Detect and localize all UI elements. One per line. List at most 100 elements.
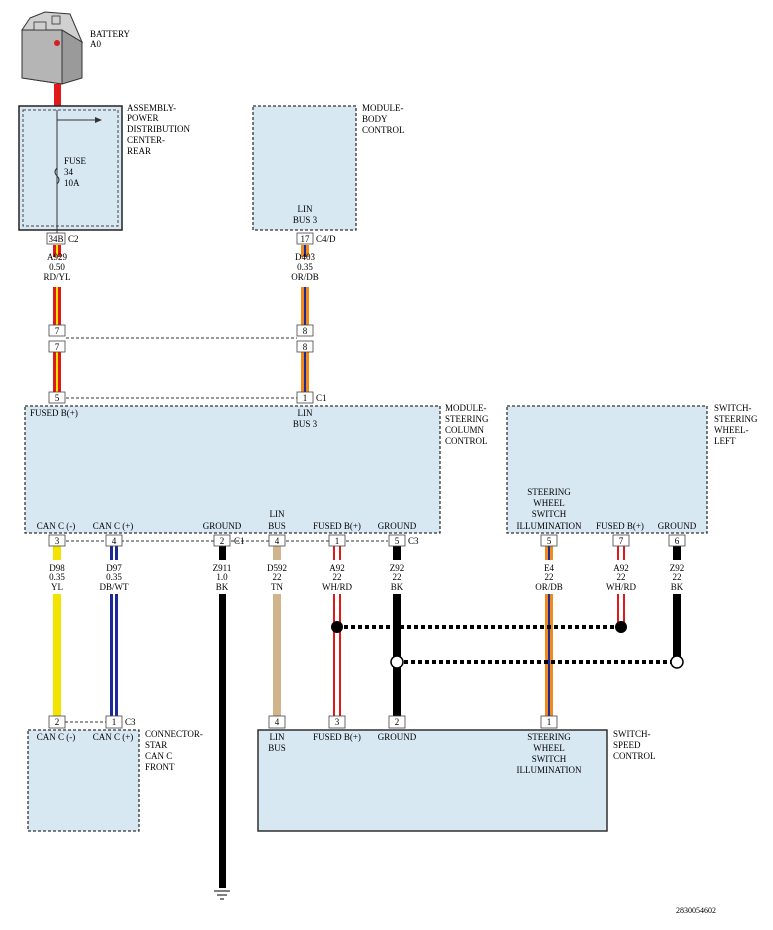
svg-text:SWITCH-: SWITCH- xyxy=(714,403,752,413)
svg-text:0.35: 0.35 xyxy=(106,572,122,582)
swl-pin-fused: FUSED B(+) xyxy=(596,521,644,531)
pin-inline-7-bottom xyxy=(48,340,66,353)
sccm-pin-canc-minus: CAN C (-) xyxy=(37,521,76,531)
pin-spd-4 xyxy=(268,715,286,729)
svg-text:CONTROL: CONTROL xyxy=(445,436,488,446)
pin-star-1 xyxy=(105,715,123,729)
connector-c4d: C4/D xyxy=(316,234,336,244)
svg-text:4: 4 xyxy=(112,536,117,546)
wire-z92 xyxy=(393,546,401,716)
pdc-module xyxy=(18,105,123,231)
sccm-pin-canc-plus: CAN C (+) xyxy=(93,521,134,531)
wire-a92 xyxy=(333,546,341,716)
svg-text:WHEEL: WHEEL xyxy=(533,498,565,508)
sw-left-label: SWITCH- STEERING WHEEL- LEFT xyxy=(714,403,758,446)
svg-text:WH/RD: WH/RD xyxy=(322,582,352,592)
spd-pin-ill: STEERING xyxy=(527,732,571,742)
svg-text:COLUMN: COLUMN xyxy=(445,425,485,435)
sccm-pin-linbus: LIN xyxy=(270,509,285,519)
svg-text:OR/DB: OR/DB xyxy=(535,582,563,592)
ground-icon xyxy=(213,890,231,900)
bcm-label: MODULE- BODY CONTROL xyxy=(362,103,405,135)
svg-text:A92: A92 xyxy=(329,563,345,573)
svg-text:A92: A92 xyxy=(613,563,629,573)
svg-text:D592: D592 xyxy=(267,563,287,573)
connector-star-can-c-front xyxy=(27,729,140,832)
svg-text:1: 1 xyxy=(335,536,340,546)
spd-pin-lin-2: BUS xyxy=(268,743,286,753)
svg-text:CONNECTOR-: CONNECTOR- xyxy=(145,729,203,739)
svg-text:STAR: STAR xyxy=(145,740,167,750)
svg-text:3: 3 xyxy=(335,717,340,727)
pin-sccm-3 xyxy=(48,534,66,547)
star-label: CONNECTOR- STAR CAN C FRONT xyxy=(145,729,203,772)
svg-text:MODULE-: MODULE- xyxy=(445,403,487,413)
pin-swl-7 xyxy=(612,534,630,547)
svg-text:Z911: Z911 xyxy=(213,563,232,573)
svg-text:BODY: BODY xyxy=(362,114,388,124)
pin-sccm-1 xyxy=(296,391,314,404)
svg-text:2: 2 xyxy=(220,536,225,546)
connector-c2: C2 xyxy=(68,234,79,244)
battery-id: A0 xyxy=(90,39,101,49)
pdc-label: ASSEMBLY- POWER DISTRIBUTION CENTER- REA… xyxy=(127,103,190,156)
pin-sccm-5 xyxy=(48,391,66,404)
wire-z911 xyxy=(219,546,226,888)
pin-swl-6 xyxy=(668,534,686,547)
battery-name: BATTERY xyxy=(90,29,131,39)
svg-text:DB/WT: DB/WT xyxy=(100,582,129,592)
fuse-number: 34 xyxy=(64,167,74,177)
pin-inline-8-bottom xyxy=(296,340,314,353)
svg-text:BK: BK xyxy=(671,582,684,592)
svg-text:2: 2 xyxy=(395,717,400,727)
wire-a929-color: RD/YL xyxy=(44,272,71,282)
svg-text:22: 22 xyxy=(393,572,402,582)
splice-node-z92-right xyxy=(670,655,684,669)
fuse-rating: 10A xyxy=(64,178,80,188)
swl-pin-ill: STEERING xyxy=(527,487,571,497)
splice-node-z92 xyxy=(390,655,404,669)
svg-text:STEERING: STEERING xyxy=(445,414,489,424)
speed-label: SWITCH- SPEED CONTROL xyxy=(613,729,656,761)
svg-text:CONTROL: CONTROL xyxy=(613,751,656,761)
pin-star-2 xyxy=(48,715,66,729)
wire-d98 xyxy=(53,546,61,716)
svg-text:POWER: POWER xyxy=(127,113,159,123)
splice-node-a92-right xyxy=(615,621,627,633)
splice-node-a92 xyxy=(331,621,343,633)
spd-pin-fused: FUSED B(+) xyxy=(313,732,361,742)
pin-spd-1 xyxy=(540,715,558,729)
switch-speed-control xyxy=(257,729,608,832)
svg-text:1.0: 1.0 xyxy=(216,572,228,582)
svg-text:8: 8 xyxy=(303,326,308,336)
pin-bcm-17-label: 17 xyxy=(301,234,311,244)
pin-sccm-2 xyxy=(213,534,231,547)
connector-c3-top: C3 xyxy=(408,536,419,546)
svg-text:ASSEMBLY-: ASSEMBLY- xyxy=(127,103,176,113)
wire-a92-right xyxy=(617,546,625,627)
svg-text:FRONT: FRONT xyxy=(145,762,175,772)
svg-text:22: 22 xyxy=(617,572,626,582)
svg-text:CONTROL: CONTROL xyxy=(362,125,405,135)
battery-cable xyxy=(54,84,61,106)
svg-text:1: 1 xyxy=(303,393,308,403)
svg-text:0.35: 0.35 xyxy=(49,572,65,582)
svg-text:22: 22 xyxy=(273,572,282,582)
svg-text:4: 4 xyxy=(275,536,280,546)
wire-labels-lower: D98 0.35 YL D97 0.35 DB/WT Z911 1.0 BK D… xyxy=(49,563,684,592)
wire-d403-code: D403 xyxy=(295,252,315,262)
star-pin-canc-plus: CAN C (+) xyxy=(93,732,134,742)
sccm-pin-lin: LIN xyxy=(298,408,313,418)
wire-z92-right xyxy=(673,546,681,662)
wire-d403-color: OR/DB xyxy=(291,272,319,282)
wire-d592 xyxy=(273,546,281,716)
svg-text:WHEEL: WHEEL xyxy=(533,743,565,753)
fuse-icon xyxy=(54,167,60,185)
wire-a929 xyxy=(53,245,61,392)
svg-text:1: 1 xyxy=(547,717,552,727)
svg-text:LEFT: LEFT xyxy=(714,436,736,446)
svg-text:4: 4 xyxy=(275,717,280,727)
pin-pdc-34b-label: 34B xyxy=(48,234,63,244)
wire-e4 xyxy=(545,546,553,716)
svg-text:SWITCH-: SWITCH- xyxy=(613,729,651,739)
